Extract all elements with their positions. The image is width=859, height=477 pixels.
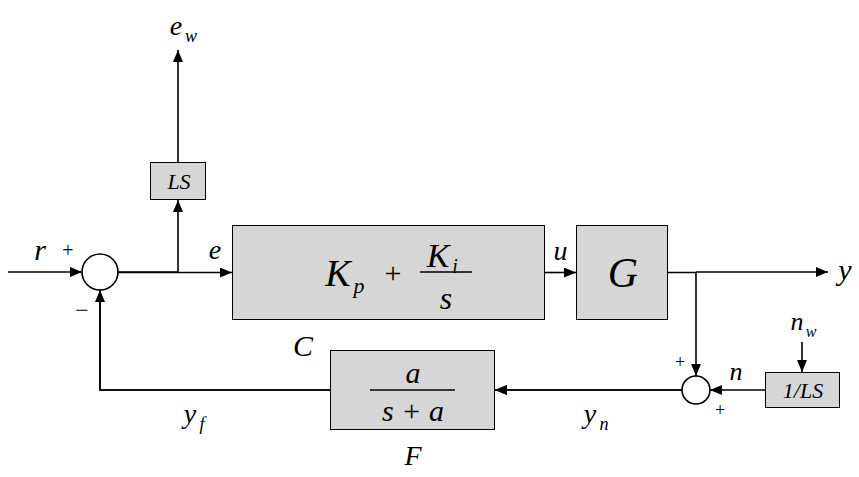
summing-junction bbox=[682, 376, 710, 404]
block-formula: 1/LS bbox=[783, 380, 823, 402]
signal-name: y bbox=[584, 400, 596, 428]
signal-connector bbox=[495, 389, 765, 391]
controller-block: Kp+KisC bbox=[232, 225, 545, 320]
block-formula: G bbox=[608, 252, 638, 294]
output-arrow bbox=[177, 50, 179, 162]
block-formula: s bbox=[440, 282, 452, 314]
block-formula: p bbox=[354, 275, 365, 297]
fraction-bar bbox=[370, 389, 455, 391]
block-name: F bbox=[404, 442, 421, 470]
signal-name: u bbox=[554, 237, 568, 265]
signal-name: y bbox=[838, 255, 851, 285]
sign-symbol: + bbox=[715, 401, 725, 419]
plant-block: G bbox=[576, 225, 668, 320]
signal-name: w bbox=[806, 324, 817, 340]
signal-name: r bbox=[34, 235, 46, 265]
filter-block: as + aF bbox=[330, 350, 495, 430]
block-formula: K bbox=[427, 239, 450, 273]
block-formula: K bbox=[325, 254, 350, 292]
signal-name: n bbox=[600, 415, 609, 433]
output-line bbox=[696, 271, 828, 273]
fraction-bar bbox=[420, 271, 472, 273]
arrowhead bbox=[95, 290, 105, 302]
sign-symbol: + bbox=[62, 240, 73, 260]
weight-block: 1/LS bbox=[765, 372, 840, 408]
signal-name: n bbox=[791, 309, 804, 335]
block-formula: i bbox=[452, 256, 458, 276]
block-formula: a bbox=[406, 358, 421, 388]
signal-name: n bbox=[730, 359, 743, 385]
sign-symbol: + bbox=[675, 353, 685, 371]
block-formula: LS bbox=[167, 171, 190, 193]
block-formula: s + a bbox=[382, 396, 444, 426]
input-line bbox=[8, 271, 82, 273]
signal-name: e bbox=[170, 12, 182, 40]
block-name: C bbox=[293, 331, 313, 361]
summing-junction bbox=[82, 254, 118, 290]
signal-name: w bbox=[185, 27, 197, 45]
signal-name: e bbox=[209, 236, 221, 264]
signal-name: f bbox=[199, 415, 204, 433]
noise-input-arrow bbox=[801, 342, 803, 372]
weight-block: LS bbox=[150, 162, 206, 200]
sign-symbol: − bbox=[75, 298, 89, 322]
signal-connector bbox=[545, 272, 576, 274]
arrowhead bbox=[691, 364, 701, 376]
block-formula: + bbox=[385, 258, 402, 288]
signal-name: y bbox=[184, 400, 196, 428]
arrowhead bbox=[710, 385, 722, 395]
